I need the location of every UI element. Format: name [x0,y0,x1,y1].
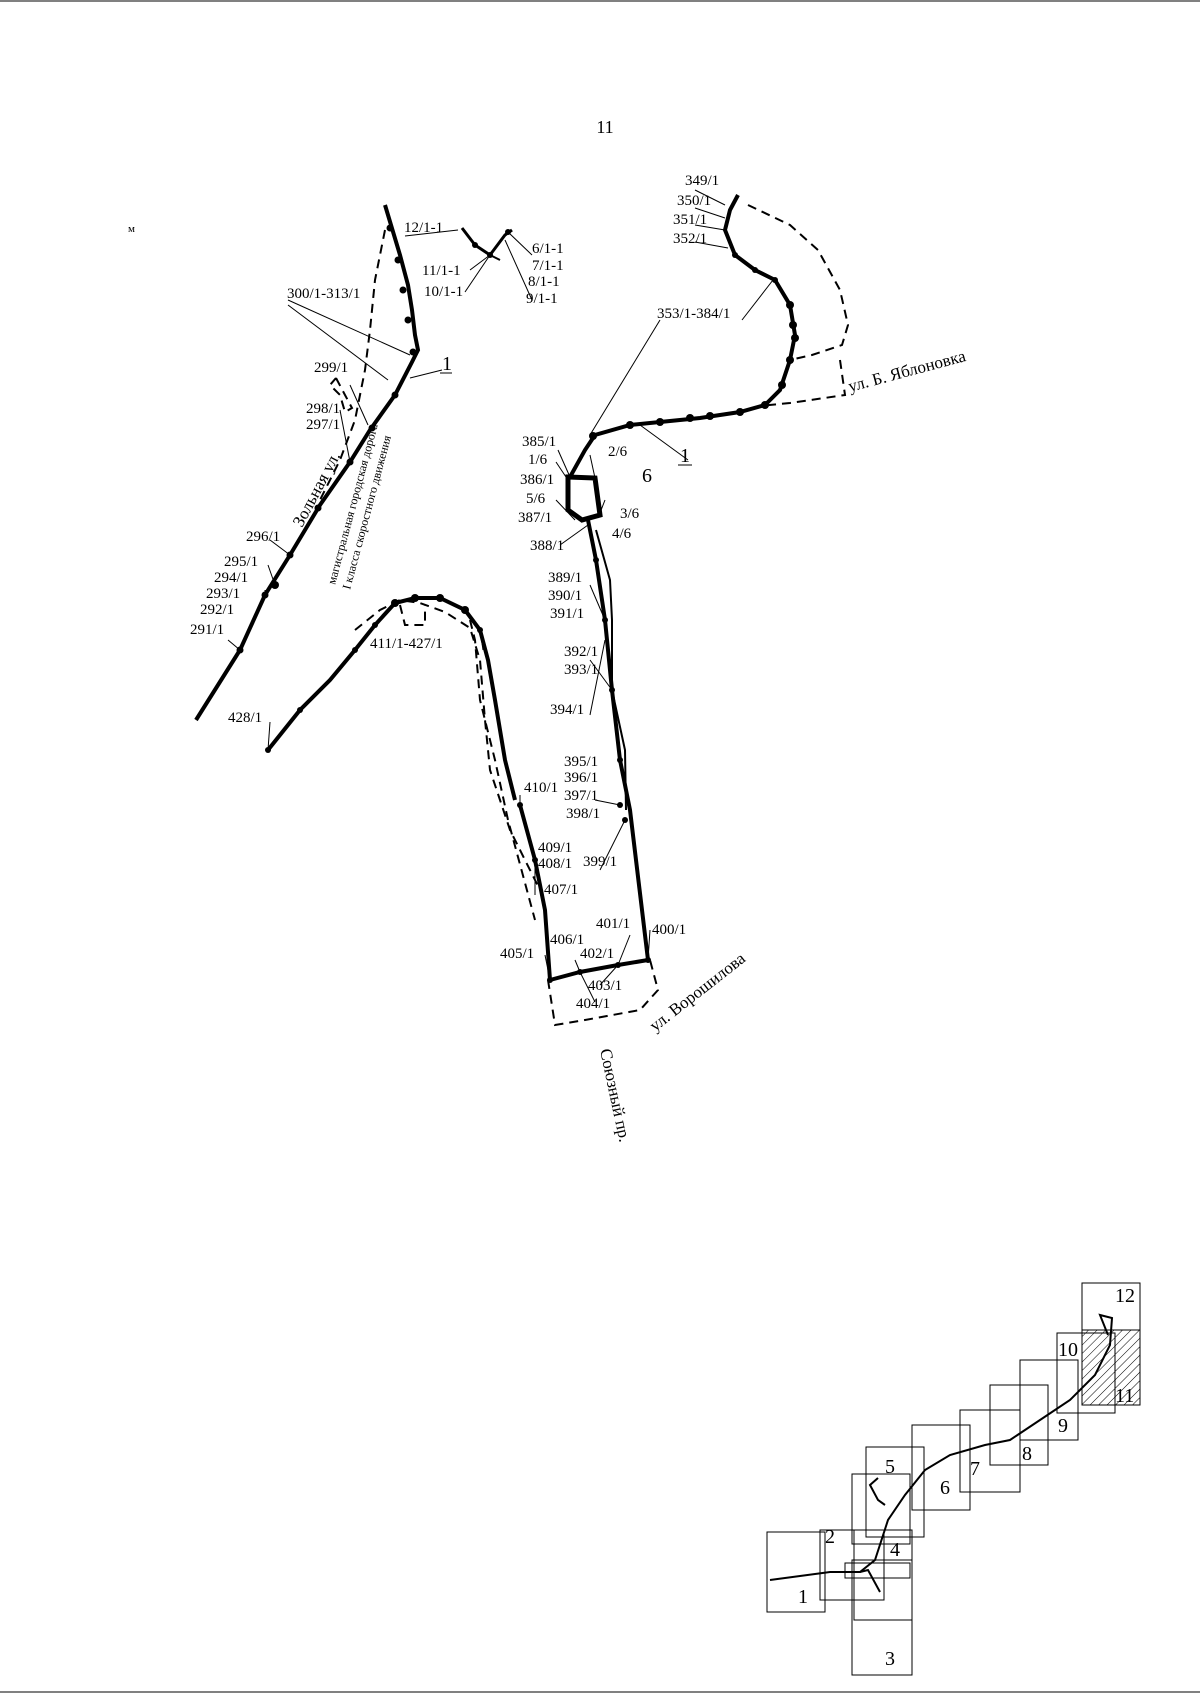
leader-lines [227,189,774,1003]
point-408-1: 408/1 [538,856,572,872]
point-12-1-1: 12/1-1 [404,220,443,236]
point-3-6: 3/6 [620,506,640,522]
point-428-1: 428/1 [228,710,262,726]
point-409-1: 409/1 [538,840,572,856]
point-399-1: 399/1 [583,854,617,870]
point-385-1: 385/1 [522,434,556,450]
point-294-1: 294/1 [214,570,248,586]
point-387-1: 387/1 [518,510,552,526]
point-291-1: 291/1 [190,622,224,638]
point-398-1: 398/1 [566,806,600,822]
point-11-1-1: 11/1-1 [422,263,461,279]
point-299-1: 299/1 [314,360,348,376]
point-351-1: 351/1 [673,212,707,228]
point-396-1: 396/1 [564,770,598,786]
route-label-1-left: 1 [442,353,452,375]
point-391-1: 391/1 [550,606,584,622]
sheet-7: 7 [970,1458,980,1480]
point-404-1: 404/1 [576,996,610,1012]
street-soyuzny: Союзный пр. [596,1047,634,1144]
point-293-1: 293/1 [206,586,240,602]
sheet-11: 11 [1115,1385,1134,1407]
point-4-6: 4/6 [612,526,632,542]
point-388-1: 388/1 [530,538,564,554]
hook-route [265,594,541,891]
point-400-1: 400/1 [652,922,686,938]
point-352-1: 352/1 [673,231,707,247]
sheet-10: 10 [1058,1339,1078,1361]
point-2-6: 2/6 [608,444,628,460]
top-branch [460,227,513,261]
point-8-1-1: 8/1-1 [528,274,560,290]
sheet-1: 1 [798,1586,808,1608]
point-349-1: 349/1 [685,173,719,189]
point-292-1: 292/1 [200,602,234,618]
point-6-1-1: 6/1-1 [532,241,564,257]
sheet-5: 5 [885,1456,895,1478]
point-393-1: 393/1 [564,662,598,678]
point-10-1-1: 10/1-1 [424,284,463,300]
point-394-1: 394/1 [550,702,584,718]
point-9-1-1: 9/1-1 [526,291,558,307]
point-410-1: 410/1 [524,780,558,796]
sheet-12: 12 [1115,1285,1135,1307]
sheet-6: 6 [940,1477,950,1499]
point-353-384: 353/1-384/1 [657,306,730,322]
sheet-2: 2 [825,1526,835,1548]
point-5-6: 5/6 [526,491,546,507]
sheet-3: 3 [885,1648,895,1670]
point-390-1: 390/1 [548,588,582,604]
point-397-1: 397/1 [564,788,598,804]
point-389-1: 389/1 [548,570,582,586]
point-350-1: 350/1 [677,193,711,209]
point-401-1: 401/1 [596,916,630,932]
point-395-1: 395/1 [564,754,598,770]
point-labels: 349/1 350/1 351/1 352/1 353/1-384/1 12/1… [190,173,730,1012]
point-1-6: 1/6 [528,452,548,468]
street-zolnaya: Зольная ул. [289,448,344,530]
point-392-1: 392/1 [564,644,598,660]
street-yablonovka: ул. Б. Яблоновка [846,346,968,396]
point-300-313: 300/1-313/1 [287,286,360,302]
point-407-1: 407/1 [544,882,578,898]
point-406-1: 406/1 [550,932,584,948]
point-296-1: 296/1 [246,529,280,545]
page-number: 11 [596,117,613,137]
yablonovka-route [568,194,850,478]
corner-mark: м [128,223,135,235]
point-405-1: 405/1 [500,946,534,962]
sheet-9: 9 [1058,1415,1068,1437]
sheet-4: 4 [890,1539,900,1561]
point-402-1: 402/1 [580,946,614,962]
index-map: 12 10 11 9 8 7 6 5 4 2 1 3 [766,1282,1141,1676]
point-7-1-1: 7/1-1 [532,258,564,274]
route-label-1-right: 1 [680,445,690,467]
street-voroshilova: ул. Ворошилова [646,948,750,1035]
point-386-1: 386/1 [520,472,554,488]
point-295-1: 295/1 [224,554,258,570]
point-297-1: 297/1 [306,417,340,433]
point-298-1: 298/1 [306,401,340,417]
route-label-6: 6 [642,465,652,487]
loop-6 [565,474,603,523]
point-411-427: 411/1-427/1 [370,636,443,652]
point-403-1: 403/1 [588,978,622,994]
sheet-8: 8 [1022,1443,1032,1465]
